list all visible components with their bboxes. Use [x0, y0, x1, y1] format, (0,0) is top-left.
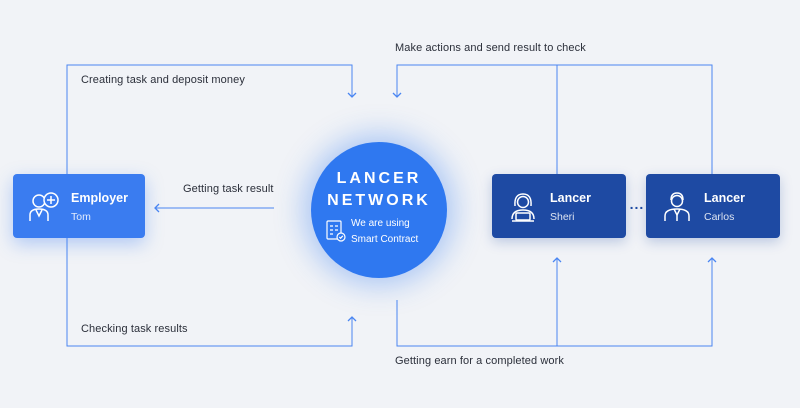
network-title-line1: LANCER	[336, 170, 422, 187]
lancer-name: Carlos	[704, 210, 735, 223]
lancer-network-circle: LANCER NETWORK We are using Smart Contra…	[311, 142, 447, 278]
employer-add-icon	[29, 192, 59, 221]
contract-icon	[326, 220, 346, 242]
label-checking-results: Checking task results	[81, 323, 188, 335]
employer-name: Tom	[71, 210, 91, 223]
male-freelancer-icon	[664, 192, 690, 221]
lancer-separator: ...	[629, 196, 645, 212]
label-creating-task: Creating task and deposit money	[81, 74, 245, 86]
network-subtitle-line2: Smart Contract	[351, 234, 419, 245]
flow-getting-earn	[396, 257, 717, 347]
flow-checking-results	[66, 238, 357, 347]
employer-role: Employer	[71, 190, 128, 205]
network-title-line2: NETWORK	[327, 192, 431, 209]
lancer-card-carlos[interactable]: Lancer Carlos	[646, 174, 780, 238]
network-subtitle-line1: We are using	[351, 218, 410, 229]
female-freelancer-icon	[511, 193, 535, 222]
lancer-role: Lancer	[704, 190, 745, 205]
label-getting-earn: Getting earn for a completed work	[395, 355, 564, 367]
lancer-card-sheri[interactable]: Lancer Sheri	[492, 174, 626, 238]
label-getting-result: Getting task result	[183, 183, 274, 195]
lancer-role: Lancer	[550, 190, 591, 205]
flow-creating-task	[66, 64, 357, 174]
label-make-actions: Make actions and send result to check	[395, 42, 586, 54]
lancer-name: Sheri	[550, 210, 575, 223]
flow-make-actions	[392, 64, 713, 174]
employer-card[interactable]: Employer Tom	[13, 174, 145, 238]
